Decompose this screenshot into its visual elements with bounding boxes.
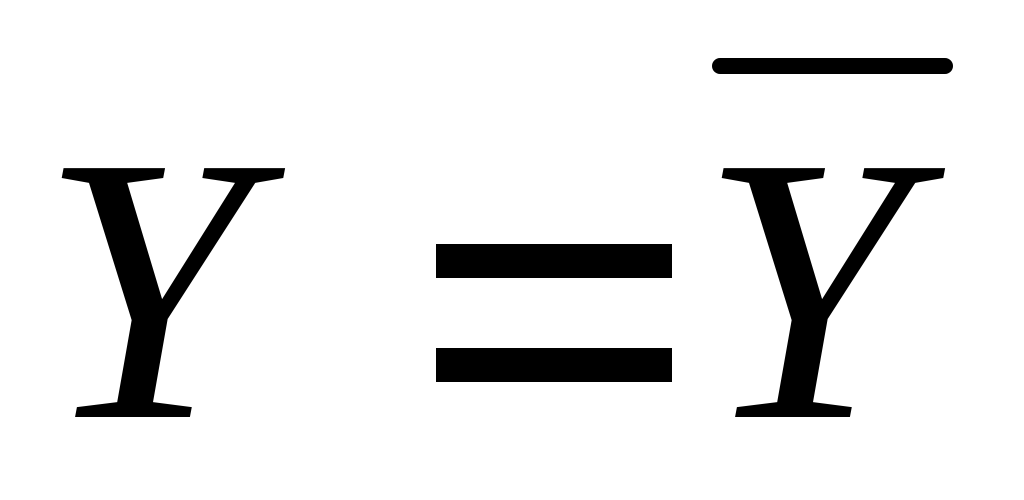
lhs-variable: Y [40, 79, 252, 500]
equals-sign [436, 244, 672, 382]
equation: Y = Y [40, 40, 1000, 500]
rhs-overlined-variable: Y [700, 40, 1000, 480]
rhs-variable: Y [700, 79, 912, 500]
overline-bar [712, 58, 953, 74]
